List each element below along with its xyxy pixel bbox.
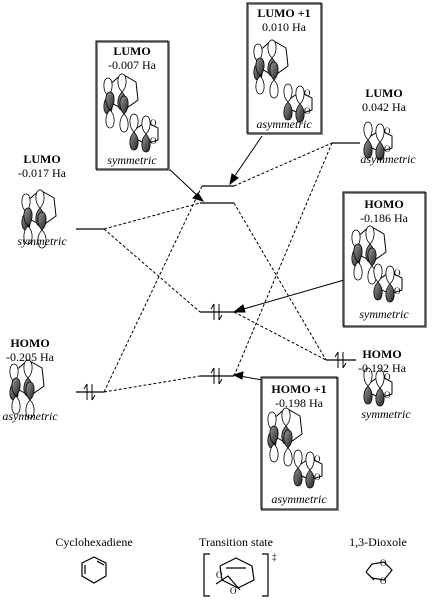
dx-lumo-energy: 0.042 Ha <box>362 100 407 114</box>
ts-homo1-energy: -0.198 Ha <box>275 396 324 410</box>
transition-state-structure <box>203 553 269 597</box>
cyclohexadiene-structure <box>81 556 107 584</box>
dx-lumo-symmetry: asymmetric <box>360 152 416 166</box>
dx-homo-symmetry: symmetric <box>361 407 411 421</box>
dioxole-label: 1,3-Dioxole <box>349 535 407 549</box>
dx-oxygen-label-2: O <box>380 576 387 586</box>
ts-oxygen-label-1: O <box>216 570 223 580</box>
cy-lumo-symmetry: symmetric <box>17 234 67 248</box>
ts-homo1-title: HOMO +1 <box>271 382 326 396</box>
ts-oxygen-label-2: O <box>230 586 237 596</box>
cy-homo-title: HOMO <box>10 336 49 350</box>
ts-lumo1-title: LUMO +1 <box>257 6 310 20</box>
ts-lumo-energy: -0.007 Ha <box>108 58 157 72</box>
dioxole-structure <box>365 561 393 581</box>
dx-lumo-title: LUMO <box>365 86 402 100</box>
ts-homo-title: HOMO <box>364 197 403 211</box>
ts-homo1-symmetry: asymmetric <box>271 492 327 506</box>
cy-lumo-title: LUMO <box>23 152 60 166</box>
pointer-arrows <box>165 135 345 381</box>
ts-lumo-symmetry: symmetric <box>107 153 157 167</box>
electron-pairs <box>83 303 347 401</box>
dx-oxygen-label-1: O <box>380 558 387 568</box>
ts-homo-symmetry: symmetric <box>359 307 409 321</box>
ts-lumo1-symmetry: asymmetric <box>256 117 312 131</box>
cy-homo-energy: -0.205 Ha <box>6 350 55 364</box>
transition-state-label: Transition state <box>199 535 273 549</box>
ts-lumo-title: LUMO <box>113 44 150 58</box>
correlation-lines <box>103 142 333 393</box>
ts-homo1-box <box>261 377 339 511</box>
cy-lumo-energy: -0.017 Ha <box>18 166 67 180</box>
cyclohexadiene-label: Cyclohexadiene <box>55 535 132 549</box>
ts-double-dagger: ‡ <box>272 552 277 562</box>
dx-homo-title: HOMO <box>362 347 401 361</box>
ts-lumo1-energy: 0.010 Ha <box>262 20 307 34</box>
dx-homo-energy: -0.192 Ha <box>358 361 407 375</box>
cy-homo-symmetry: asymmetric <box>2 409 58 423</box>
ts-homo-energy: -0.186 Ha <box>360 211 409 225</box>
